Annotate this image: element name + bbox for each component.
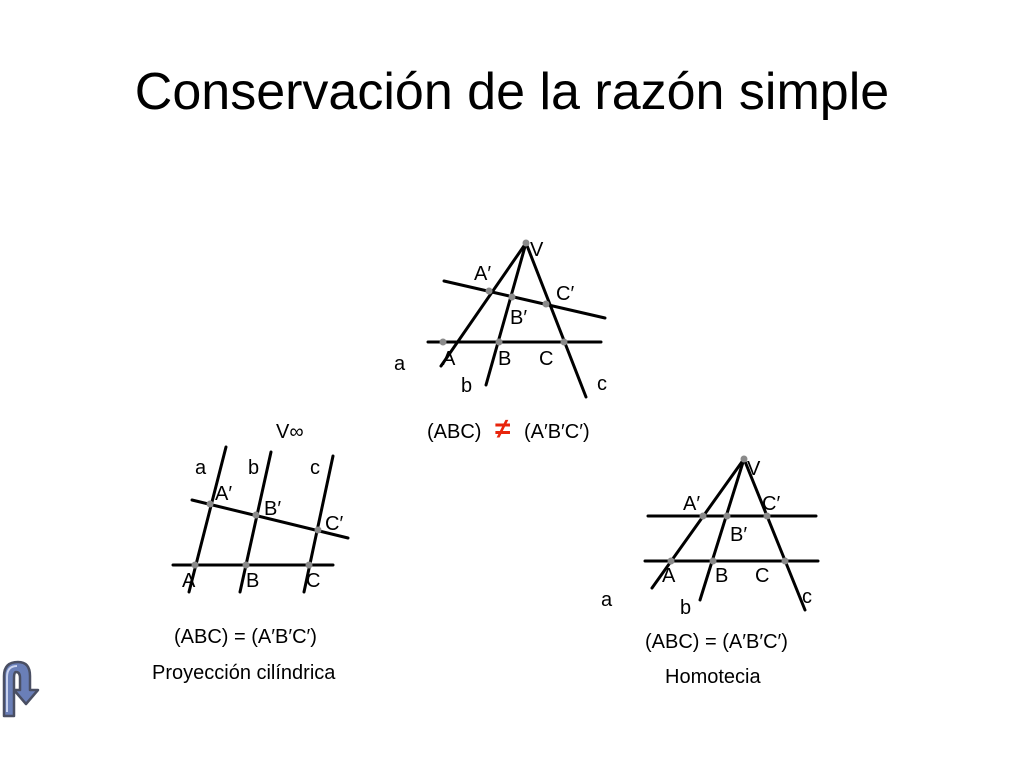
label-A-prime-right: A′ [683, 493, 700, 515]
label-vertex-left: V∞ [276, 421, 304, 443]
point-A-right [667, 557, 675, 565]
label-C-top: C [539, 348, 553, 370]
point-B-prime-right [723, 512, 731, 520]
point-C-top [560, 338, 568, 346]
label-B-prime-left: B′ [264, 498, 281, 520]
formula-top-right: (A′B′C′) [524, 421, 590, 443]
labels-right: V A′ C′ B′ A B C a b c [601, 458, 812, 619]
point-B-right [709, 557, 717, 565]
label-B-top: B [498, 348, 511, 370]
transversal-top-oblique [442, 279, 607, 320]
point-A-prime-top [485, 287, 493, 295]
label-B-prime-top: B′ [510, 307, 527, 329]
point-C-prime-top [542, 300, 550, 308]
point-V-top [522, 239, 530, 247]
label-A-right: A [662, 565, 676, 587]
formula-left: (ABC) = (A′B′C′) [174, 626, 317, 648]
ray-b-top [484, 241, 528, 387]
label-B-right: B [715, 565, 728, 587]
labels-left: V∞ a b c A′ B′ C′ A B C [182, 421, 343, 592]
label-ray-b-right: b [680, 597, 691, 619]
caption-left: Proyección cilíndrica [152, 662, 336, 684]
label-C-left: C [306, 570, 320, 592]
point-B-top [495, 338, 503, 346]
label-C-prime-top: C′ [556, 283, 574, 305]
formula-top-left: (ABC) [427, 421, 481, 443]
diagram-right-homothety: V A′ C′ B′ A B C a b c (ABC) = (A′B′C′) … [601, 455, 820, 688]
ray-c-top [524, 241, 588, 399]
point-C-prime-left [314, 526, 322, 534]
transversal-left-oblique [190, 498, 350, 540]
point-C-left [305, 561, 313, 569]
label-ray-a-top: a [394, 353, 406, 375]
return-navigation-button[interactable] [0, 656, 52, 718]
label-A-prime-top: A′ [474, 263, 491, 285]
not-equal-symbol: ≠ [495, 413, 510, 444]
label-ray-c-top: c [597, 373, 607, 395]
point-B-prime-left [252, 511, 260, 519]
label-C-prime-right: C′ [762, 493, 780, 515]
label-B-left: B [246, 570, 259, 592]
label-ray-a-right: a [601, 589, 613, 611]
diagram-top-central-projection: V A′ B′ C′ A B C a b c (ABC) ≠ (A′B′C′) [394, 239, 607, 444]
point-B-left [242, 561, 250, 569]
ray-b-left [238, 450, 273, 594]
label-vertex-top: V [530, 239, 544, 261]
point-A-top [439, 338, 447, 346]
label-ray-a-left: a [195, 457, 207, 479]
return-arrow-highlight [6, 665, 18, 712]
label-ray-c-left: c [310, 457, 320, 479]
ray-c-left [302, 454, 335, 594]
label-A-top: A [442, 348, 456, 370]
label-B-prime-right: B′ [730, 524, 747, 546]
formula-right: (ABC) = (A′B′C′) [645, 631, 788, 653]
ray-b-right [698, 457, 746, 602]
label-A-left: A [182, 570, 196, 592]
point-A-left [191, 561, 199, 569]
labels-top: V A′ B′ C′ A B C a b c [394, 239, 607, 397]
label-ray-b-top: b [461, 375, 472, 397]
label-ray-c-right: c [802, 586, 812, 608]
label-vertex-right: V [747, 458, 761, 480]
point-C-prime-right [763, 512, 771, 520]
label-ray-b-left: b [248, 457, 259, 479]
ray-c-right [742, 457, 807, 612]
return-arrow-icon [2, 660, 40, 718]
diagram-left-cylindrical-projection: V∞ a b c A′ B′ C′ A B C (ABC) = (A′B′C′)… [152, 421, 350, 684]
return-arrow-shape [2, 660, 40, 718]
caption-right: Homotecia [665, 666, 761, 688]
label-C-right: C [755, 565, 769, 587]
point-C-right [781, 557, 789, 565]
point-A-prime-right [699, 512, 707, 520]
point-V-right [740, 455, 748, 463]
formula-top: (ABC) ≠ (A′B′C′) [427, 413, 590, 444]
point-A-prime-left [206, 500, 214, 508]
point-B-prime-top [508, 293, 516, 301]
ray-a-right [650, 457, 746, 590]
label-A-prime-left: A′ [215, 483, 232, 505]
slide-title: Conservación de la razón simple [134, 63, 890, 121]
label-C-prime-left: C′ [325, 513, 343, 535]
ray-a-top [439, 241, 528, 368]
